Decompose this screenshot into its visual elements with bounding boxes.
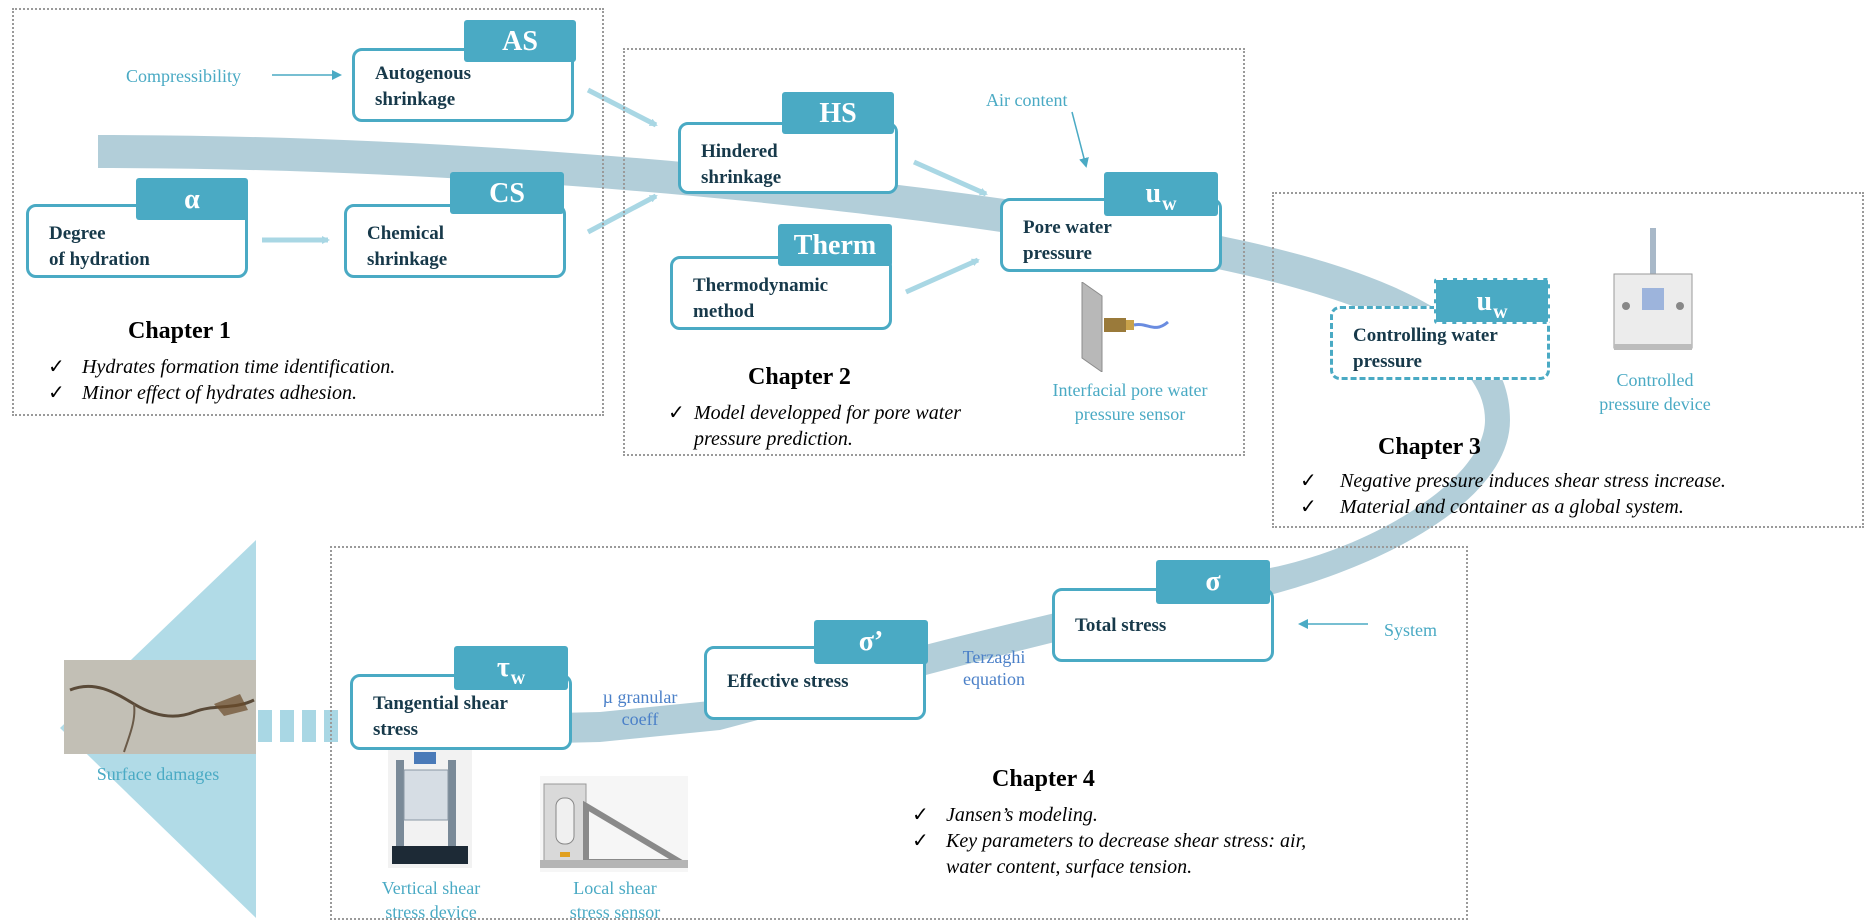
hs-tag: HS — [782, 92, 894, 134]
uw-control-tag: uw — [1434, 278, 1550, 324]
chapter2-bullet-1-cont: pressure prediction. — [694, 428, 853, 450]
band-dash-1 — [258, 710, 272, 742]
arrow-as-hs — [586, 87, 658, 128]
chapter3-title: Chapter 3 — [1378, 434, 1481, 460]
chapter1-frame — [12, 8, 604, 416]
alpha-tag: α — [136, 178, 248, 220]
local-shear-sensor-image — [540, 776, 688, 872]
cs-tag: CS — [450, 172, 564, 214]
uw-tag: uw — [1104, 172, 1218, 216]
chapter3-bullet-1: ✓Negative pressure induces shear stress … — [1300, 470, 1726, 492]
chapter3-bullet-2: ✓Material and container as a global syst… — [1300, 496, 1684, 518]
vertical-shear-device-image — [388, 750, 472, 868]
chapter4-frame — [330, 546, 1468, 920]
band-dash-3 — [302, 710, 316, 742]
arrow-air-content — [1071, 111, 1089, 168]
chapter4-bullet-2: ✓Key parameters to decrease shear stress… — [912, 830, 1307, 852]
chapter4-bullet-2-cont: water content, surface tension. — [946, 856, 1193, 878]
therm-tag: Therm — [778, 224, 892, 266]
chapter1-bullet-1: ✓Hydrates formation time identification. — [48, 356, 396, 378]
arrow-therm-uw — [904, 257, 980, 295]
chapter4-bullet-1: ✓Jansen’s modeling. — [912, 804, 1098, 826]
chapter1-bullet-2: ✓Minor effect of hydrates adhesion. — [48, 382, 357, 404]
pore-pressure-sensor-image — [1081, 282, 1169, 372]
chapter4-title: Chapter 4 — [992, 766, 1095, 792]
as-tag: AS — [464, 20, 576, 62]
compressibility-label: Compressibility — [126, 66, 242, 86]
band-dash-2 — [280, 710, 294, 742]
arrow-hs-uw — [912, 159, 988, 197]
controlled-pressure-device-image — [1613, 228, 1693, 350]
chapter1-title: Chapter 1 — [128, 318, 231, 344]
surface-damage-photo — [64, 660, 256, 754]
chapter2-title: Chapter 2 — [748, 364, 851, 390]
chapter3-frame — [1272, 192, 1864, 528]
air-content-label: Air content — [986, 90, 1068, 110]
sigma-prime-tag: σ’ — [814, 620, 928, 664]
surface-damages-caption: Surface damages — [96, 764, 220, 784]
arrow-cs-hs — [586, 193, 658, 235]
sigma-tag: σ — [1156, 560, 1270, 604]
tau-tag: τw — [454, 646, 568, 690]
chapter2-frame — [623, 48, 1245, 456]
system-label: System — [1384, 620, 1438, 640]
chapter2-bullet-1: ✓Model developped for pore water — [668, 402, 961, 424]
